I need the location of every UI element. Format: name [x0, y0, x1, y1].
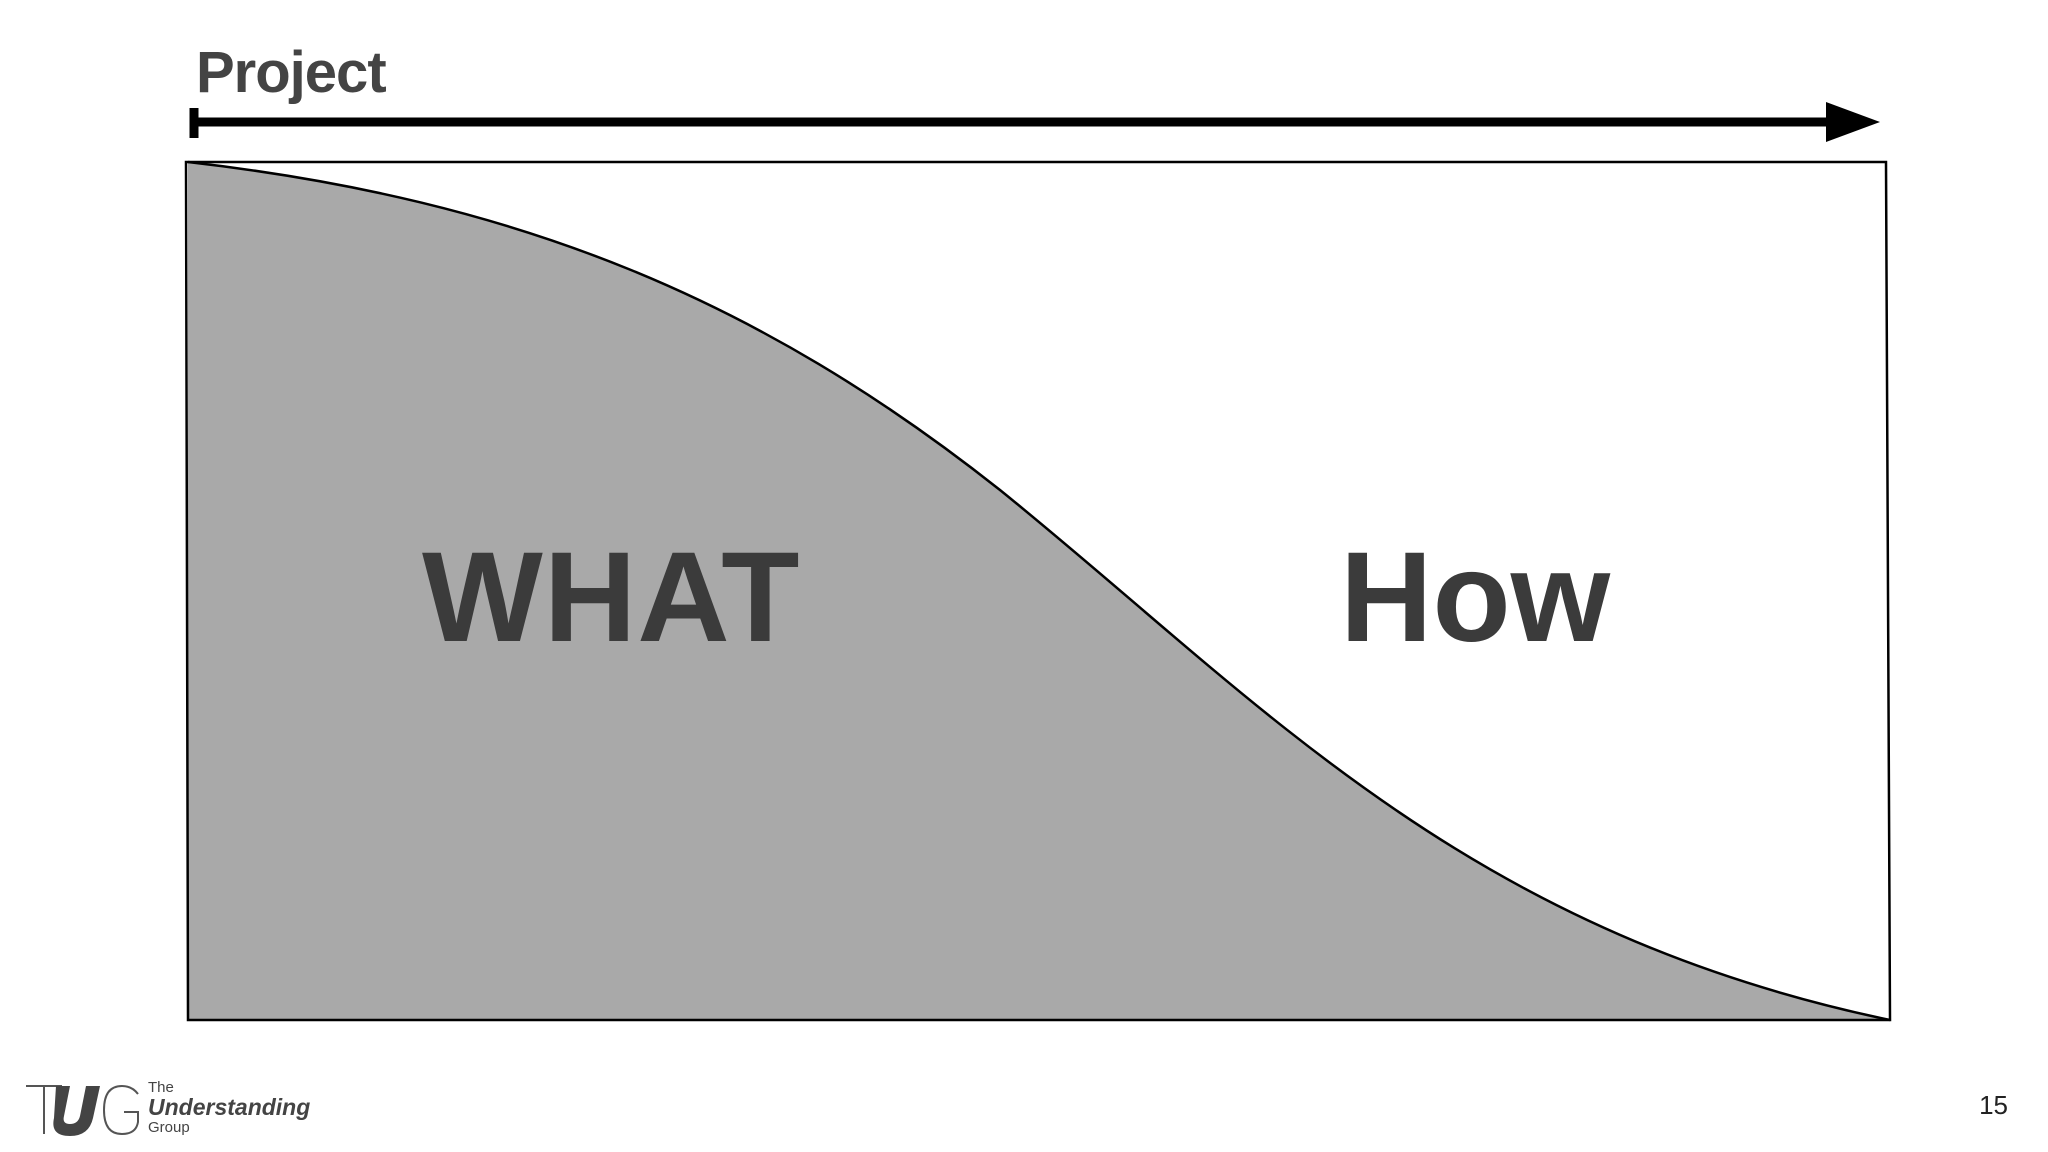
logo-wordmark: The Understanding Group	[148, 1080, 318, 1140]
logo-letter-u	[53, 1086, 100, 1136]
what-how-boundary-curve	[187, 160, 1891, 1022]
logo-line-understanding: Understanding	[148, 1094, 311, 1120]
logo-line-the: The	[148, 1079, 174, 1096]
project-axis-label: Project	[196, 40, 387, 105]
project-timeline-arrow	[189, 102, 1880, 142]
tug-logo-mark	[26, 1084, 139, 1136]
logo-line-group: Group	[148, 1119, 190, 1136]
company-logo: The Understanding Group	[24, 1080, 314, 1140]
diagram-frame	[184, 160, 1892, 1022]
what-region-label: WHAT	[422, 526, 801, 669]
timeline-arrowhead	[1826, 102, 1880, 142]
what-region-fill	[188, 162, 1890, 1020]
how-region-label: How	[1340, 526, 1611, 669]
logo-letter-g	[102, 1084, 139, 1136]
page-number: 15	[1979, 1090, 2008, 1120]
